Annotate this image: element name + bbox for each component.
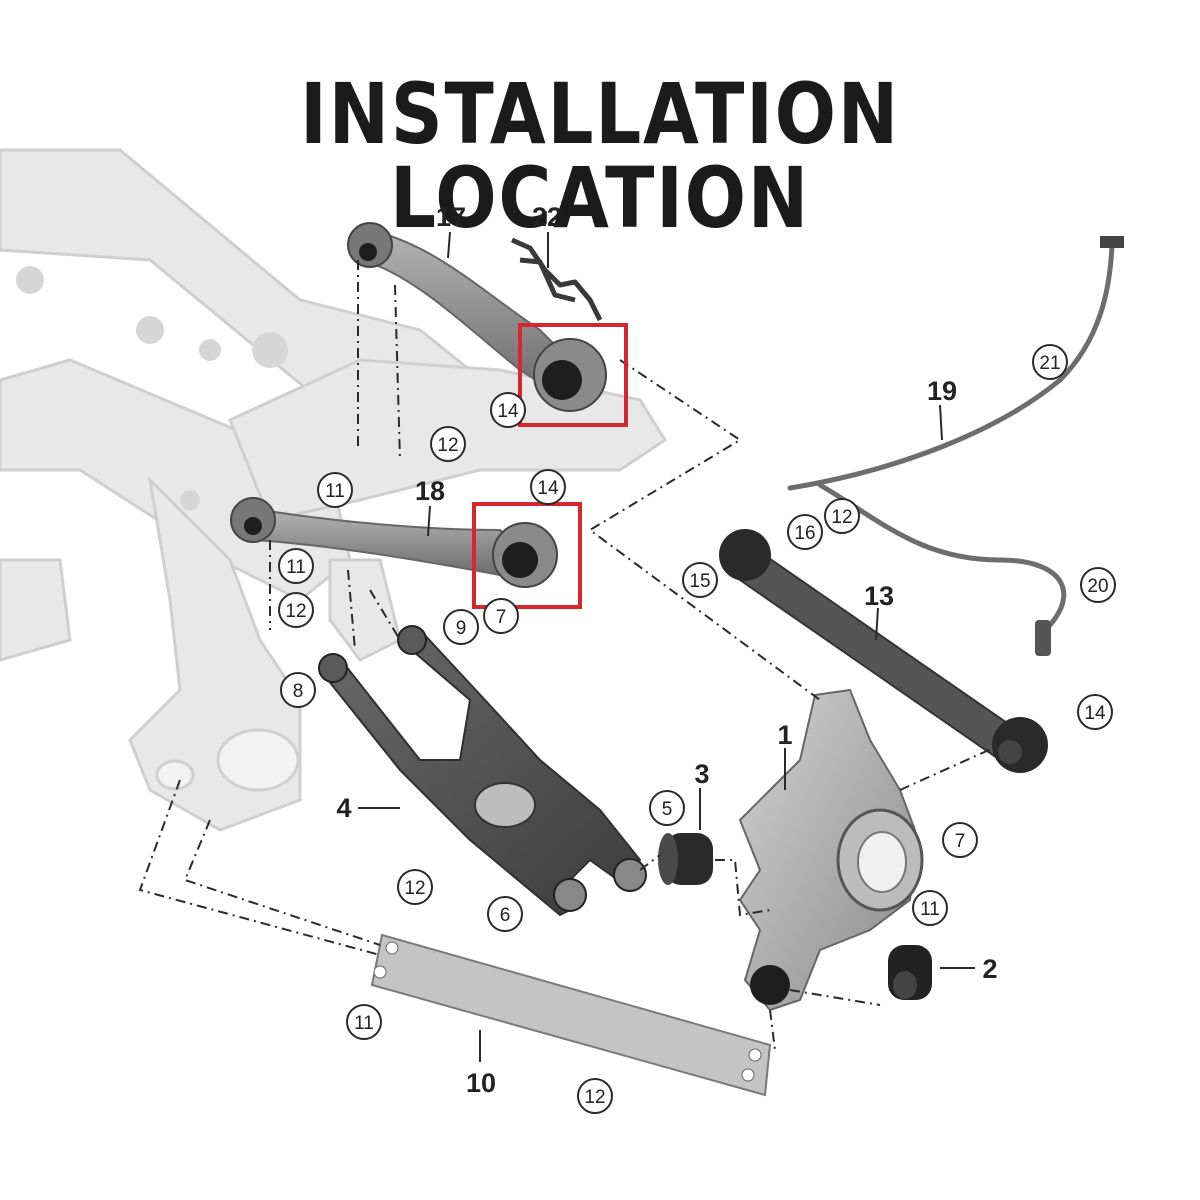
callout-c16: 16 <box>787 514 823 550</box>
callout-text: 5 <box>662 799 673 820</box>
callout-text: 16 <box>794 523 815 544</box>
callout-circle <box>942 822 978 858</box>
callout-circle <box>1080 567 1116 603</box>
callout-circle <box>577 1078 613 1114</box>
callout-text: 11 <box>354 1013 374 1034</box>
callout-text: 9 <box>456 618 467 639</box>
callout-text: 12 <box>831 507 852 528</box>
callout-c12d: 12 <box>397 869 433 905</box>
callout-circle <box>682 562 718 598</box>
part-label-19: 19 <box>927 376 957 406</box>
callout-c15: 15 <box>682 562 718 598</box>
callout-text: 7 <box>955 831 966 852</box>
callout-text: 11 <box>325 481 345 502</box>
callout-text: 12 <box>404 878 425 899</box>
callout-text: 15 <box>689 571 710 592</box>
callout-text: 21 <box>1039 353 1060 374</box>
callout-c8: 8 <box>280 672 316 708</box>
callout-circle <box>487 896 523 932</box>
callout-text: 6 <box>500 905 511 926</box>
callout-c14c: 14 <box>1077 694 1113 730</box>
callout-text: 12 <box>437 435 458 456</box>
bracket-22 <box>510 237 603 322</box>
callout-circle <box>1077 694 1113 730</box>
callout-circle <box>1032 344 1068 380</box>
callout-c12c: 12 <box>824 498 860 534</box>
callout-text: 8 <box>293 681 304 702</box>
callout-circle <box>278 548 314 584</box>
part-label-17: 17 <box>436 202 466 232</box>
callout-c11b: 11 <box>278 548 314 584</box>
callout-circle <box>397 869 433 905</box>
callout-c7b: 7 <box>942 822 978 858</box>
highlight-box-lower <box>472 502 582 609</box>
callout-circle <box>443 609 479 645</box>
callout-text: 14 <box>497 401 519 422</box>
callout-circle <box>912 890 948 926</box>
page-title: INSTALLATION LOCATION <box>300 65 900 247</box>
callout-text: 20 <box>1087 576 1108 597</box>
part-label-1: 1 <box>777 720 792 750</box>
part-label-4: 4 <box>336 793 351 823</box>
wheel-knuckle-1 <box>738 688 924 1012</box>
highlight-box-upper <box>518 323 628 427</box>
callout-c12a: 12 <box>430 426 466 462</box>
callout-circle <box>490 392 526 428</box>
leader-lines <box>358 231 975 1062</box>
lower-control-arm-4 <box>318 625 647 917</box>
part-label-3: 3 <box>694 759 709 789</box>
callout-c6: 6 <box>487 896 523 932</box>
callout-c14a: 14 <box>490 392 526 428</box>
callout-text: 12 <box>584 1087 605 1108</box>
callout-circle <box>530 469 566 505</box>
bushing-3 <box>658 833 713 885</box>
callout-c12b: 12 <box>278 592 314 628</box>
upper-control-arm-18 <box>230 497 558 588</box>
callout-text: 11 <box>286 557 306 578</box>
callout-text: 14 <box>1084 703 1106 724</box>
tie-bar-10 <box>370 933 772 1097</box>
part-label-2: 2 <box>982 954 997 984</box>
part-label-22: 22 <box>532 202 562 232</box>
callout-c11d: 11 <box>346 1004 382 1040</box>
callout-text: 7 <box>496 607 507 628</box>
callout-c12e: 12 <box>577 1078 613 1114</box>
callout-c7a: 7 <box>483 598 519 634</box>
callout-c11a: 11 <box>317 472 353 508</box>
callout-c9: 9 <box>443 609 479 645</box>
part-label-18: 18 <box>415 476 445 506</box>
part-label-10: 10 <box>466 1068 496 1098</box>
callout-circle <box>483 598 519 634</box>
callout-circle <box>278 592 314 628</box>
callout-c5: 5 <box>649 790 685 826</box>
callout-circle <box>787 514 823 550</box>
callout-circle <box>430 426 466 462</box>
bushing-2 <box>888 945 932 1000</box>
callout-circle <box>280 672 316 708</box>
callout-c21: 21 <box>1032 344 1068 380</box>
callout-c11c: 11 <box>912 890 948 926</box>
trailing-link-13 <box>719 529 1048 773</box>
callout-c14b: 14 <box>530 469 566 505</box>
callout-circle <box>317 472 353 508</box>
assembly-lines <box>138 260 1001 1051</box>
callout-text: 12 <box>285 601 306 622</box>
callout-circle <box>824 498 860 534</box>
part-label-13: 13 <box>864 581 894 611</box>
callout-c20: 20 <box>1080 567 1116 603</box>
part-labels: 17 22 18 19 13 1 3 4 2 10 <box>336 202 997 1098</box>
upper-control-arm-17 <box>347 222 607 412</box>
callout-text: 14 <box>537 478 559 499</box>
callout-circle <box>649 790 685 826</box>
sensor-cable-19 <box>787 236 1124 656</box>
callout-text: 11 <box>920 899 940 920</box>
callout-circle <box>346 1004 382 1040</box>
